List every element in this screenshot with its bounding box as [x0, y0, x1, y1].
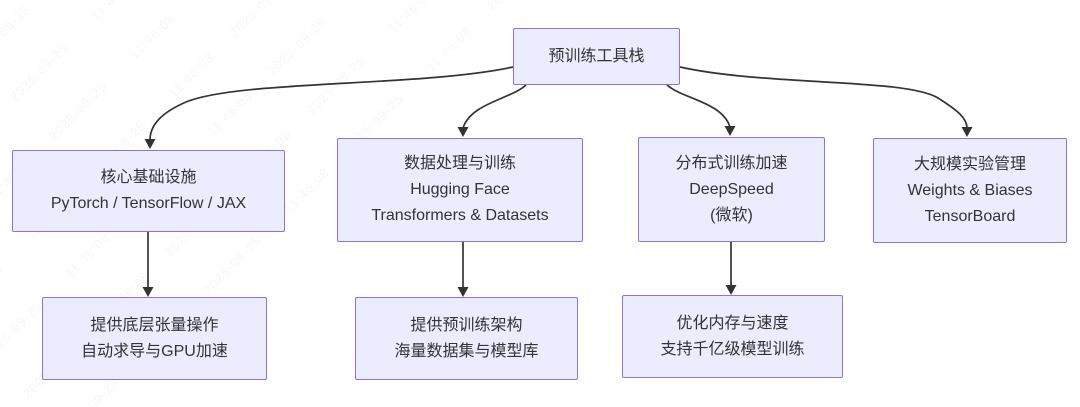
- arrowhead-icon: [144, 139, 156, 149]
- edge-line: [679, 66, 968, 129]
- arrowhead-icon: [961, 127, 973, 137]
- node-dist-detail: 优化内存与速度 支持千亿级模型训练: [622, 295, 843, 378]
- node-data-train: 数据处理与训练 Hugging Face Transformers & Data…: [337, 138, 583, 242]
- node-core-detail: 提供底层张量操作 自动求导与GPU加速: [42, 297, 267, 380]
- edge-data-train-data-detail: [457, 242, 469, 297]
- arrowhead-icon: [725, 285, 737, 295]
- edge-root-dist-accel: [666, 84, 736, 136]
- edge-line: [462, 84, 527, 129]
- edge-root-data-train: [457, 84, 527, 137]
- node-line: 支持千亿级模型训练: [660, 340, 805, 358]
- node-core-infra: 核心基础设施 PyTorch / TensorFlow / JAX: [12, 150, 285, 232]
- edge-core-infra-core-detail: [142, 232, 154, 297]
- edge-line: [149, 66, 514, 141]
- node-line: TensorBoard: [924, 207, 1016, 225]
- node-line: PyTorch / TensorFlow / JAX: [50, 195, 247, 212]
- node-line: 分布式训练加速: [675, 154, 788, 172]
- node-exp-manage: 大规模实验管理 Weights & Biases TensorBoard: [873, 138, 1067, 243]
- edge-root-exp-manage: [679, 66, 973, 137]
- node-root-label: 预训练工具栈: [548, 47, 645, 65]
- edge-dist-accel-dist-detail: [725, 242, 737, 295]
- node-data-detail: 提供预训练架构 海量数据集与模型库: [355, 297, 578, 380]
- node-line: 优化内存与速度: [676, 314, 789, 332]
- node-line: Weights & Biases: [907, 181, 1033, 199]
- node-line: Hugging Face: [410, 181, 510, 198]
- node-line: Transformers & Datasets: [371, 207, 549, 224]
- node-line: 核心基础设施: [100, 169, 197, 186]
- node-line: (微软): [710, 206, 753, 224]
- arrowhead-icon: [457, 287, 469, 297]
- arrowhead-icon: [142, 287, 154, 297]
- node-line: 数据处理与训练: [403, 155, 516, 172]
- edge-root-core-infra: [144, 66, 514, 149]
- edge-line: [666, 84, 731, 128]
- node-line: 提供预训练架构: [410, 316, 523, 334]
- node-line: 大规模实验管理: [913, 155, 1026, 173]
- arrowhead-icon: [457, 127, 469, 137]
- node-root: 预训练工具栈: [513, 28, 680, 85]
- arrowhead-icon: [724, 126, 736, 136]
- node-line: 提供底层张量操作: [90, 316, 219, 334]
- node-line: 海量数据集与模型库: [394, 342, 539, 360]
- node-line: DeepSpeed: [689, 180, 774, 198]
- node-dist-accel: 分布式训练加速 DeepSpeed (微软): [638, 137, 825, 242]
- node-line: 自动求导与GPU加速: [81, 342, 228, 360]
